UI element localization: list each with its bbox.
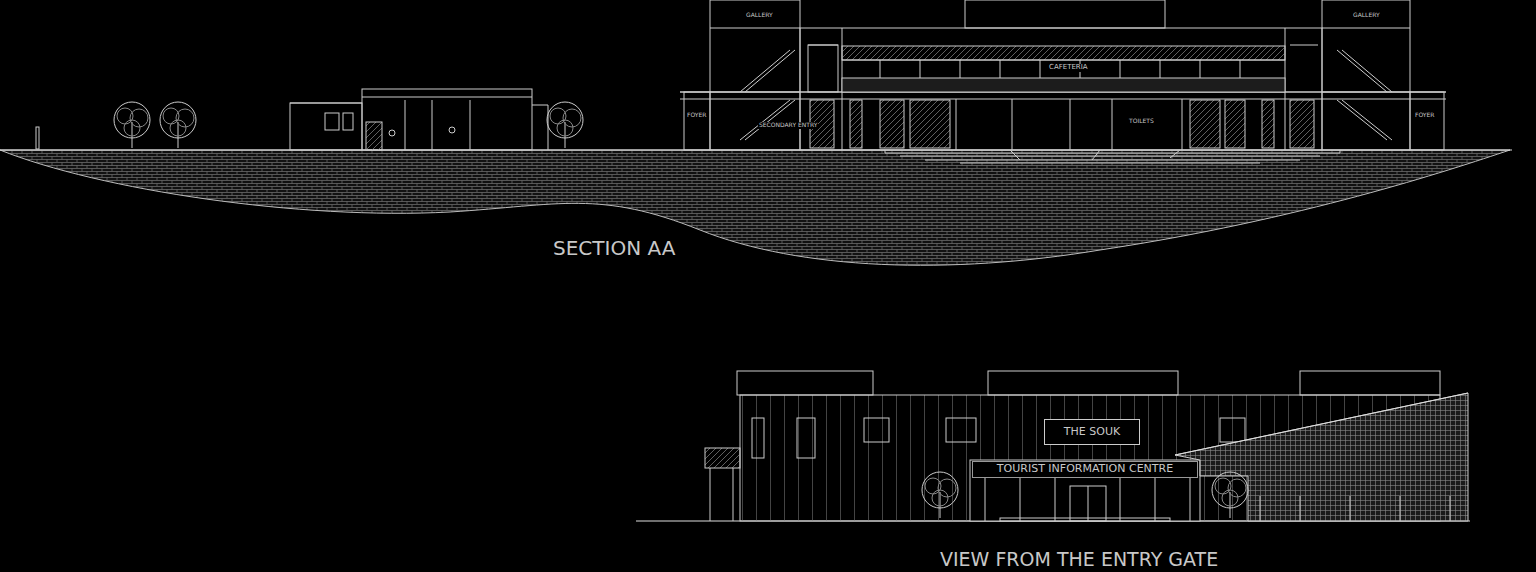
view-title: VIEW FROM THE ENTRY GATE bbox=[940, 549, 1218, 570]
room-label: SECONDARY ENTRY bbox=[758, 122, 818, 129]
room-label: FOYER bbox=[1414, 112, 1435, 119]
sign-box: THE SOUK bbox=[1044, 419, 1140, 445]
node-text: TOURIST INFORMATION CENTRE bbox=[997, 463, 1173, 475]
node-text: THE SOUK bbox=[1064, 426, 1120, 438]
signage-band: TOURIST INFORMATION CENTRE bbox=[972, 461, 1198, 478]
room-label: TOILETS bbox=[1128, 118, 1155, 125]
section-title: SECTION AA bbox=[553, 237, 675, 259]
room-label: CAFETERIA bbox=[1048, 64, 1089, 72]
room-label: FOYER bbox=[686, 112, 707, 119]
room-label: GALLERY bbox=[745, 12, 774, 19]
room-label: GALLERY bbox=[1352, 12, 1381, 19]
